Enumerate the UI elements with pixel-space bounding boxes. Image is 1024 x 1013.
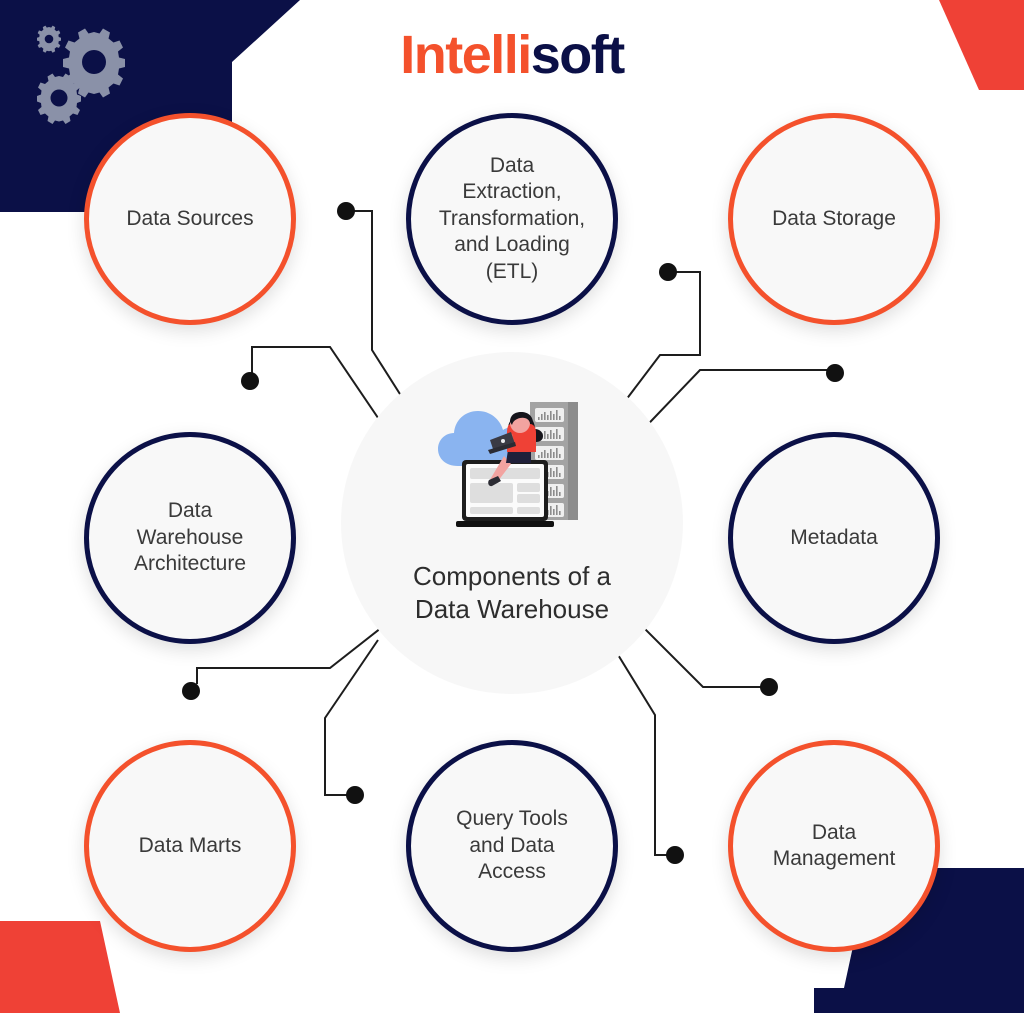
node-metadata[interactable]: Metadata <box>728 432 940 644</box>
node-label: Data Management <box>772 820 896 870</box>
logo-text-primary: Intelli <box>400 25 532 85</box>
center-title: Components of a Data Warehouse <box>412 561 611 624</box>
gears-icon <box>37 25 125 124</box>
center-hub: Components of a Data Warehouse <box>341 352 683 694</box>
connector-dot <box>659 263 677 281</box>
connector-dot <box>337 202 355 220</box>
connector-dot <box>241 372 259 390</box>
node-label: Data Storage <box>772 206 896 230</box>
node-data-marts[interactable]: Data Marts <box>84 740 296 952</box>
node-label: Data Extraction, Transformation, and Loa… <box>438 153 586 283</box>
node-data-management[interactable]: Data Management <box>728 740 940 952</box>
node-label: Data Sources <box>126 206 254 230</box>
logo-text-secondary: soft <box>530 25 625 85</box>
node-etl[interactable]: Data Extraction, Transformation, and Loa… <box>406 113 618 325</box>
node-data-sources[interactable]: Data Sources <box>84 113 296 325</box>
brand-logo: Intellisoft <box>0 24 1024 86</box>
node-label: Query Tools and Data Access <box>456 807 568 884</box>
node-label: Data Warehouse Architecture <box>133 499 247 576</box>
connector-dot <box>666 846 684 864</box>
node-label: Metadata <box>790 525 878 549</box>
laptop-dashboard-icon <box>456 460 554 527</box>
node-query-tools-and-data-access[interactable]: Query Tools and Data Access <box>406 740 618 952</box>
connector-dot <box>182 682 200 700</box>
person-illustration <box>488 412 543 487</box>
node-data-warehouse-architecture[interactable]: Data Warehouse Architecture <box>84 432 296 644</box>
node-label: Data Marts <box>138 833 242 857</box>
connector-dot <box>760 678 778 696</box>
node-data-storage[interactable]: Data Storage <box>728 113 940 325</box>
connector-dot <box>826 364 844 382</box>
data-warehouse-illustration <box>438 402 578 527</box>
connector-dot <box>346 786 364 804</box>
